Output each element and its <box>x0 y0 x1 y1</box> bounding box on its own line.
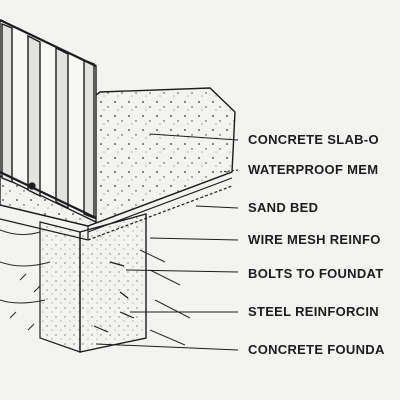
anchor-bolt-icon <box>28 182 129 299</box>
steel-stud-frame-icon <box>0 19 97 224</box>
rebar-icon <box>93 311 135 333</box>
ground-earth <box>0 229 191 346</box>
label-bolts-foundation: BOLTS TO FOUNDAT <box>248 266 384 281</box>
leader-lines <box>95 133 239 351</box>
label-concrete-slab: CONCRETE SLAB-O <box>248 132 379 147</box>
label-steel-reinforcing: STEEL REINFORCIN <box>248 304 379 319</box>
label-waterproof-membrane: WATERPROOF MEM <box>248 162 379 177</box>
label-wire-mesh: WIRE MESH REINFO <box>248 232 381 247</box>
foundation-side <box>39 221 81 353</box>
label-concrete-foundation: CONCRETE FOUNDA <box>248 342 385 357</box>
label-sand-bed: SAND BED <box>248 200 319 215</box>
